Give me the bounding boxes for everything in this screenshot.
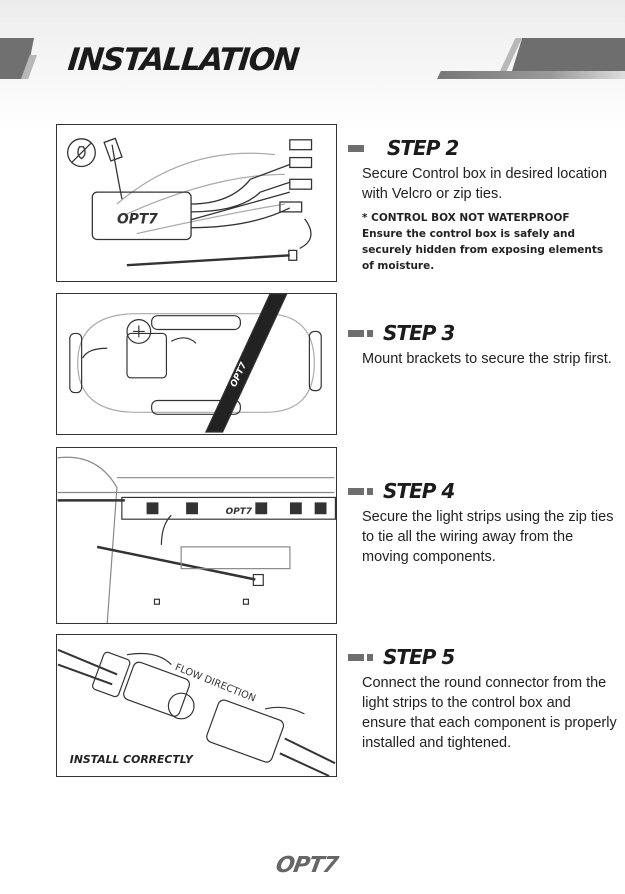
- connector-nut: [92, 651, 131, 698]
- step-title: STEP 3: [383, 321, 455, 345]
- step-5: STEP 5 Connect the round connector from …: [348, 645, 618, 753]
- step-marker: [348, 487, 364, 495]
- zip-tie: [126, 254, 290, 267]
- warning-text: Ensure the control box is safely and sec…: [362, 228, 604, 272]
- flow-direction-label: FLOW DIRECTION: [173, 662, 257, 704]
- step-description: Connect the round connector from the lig…: [362, 675, 617, 751]
- connector-male: [123, 661, 191, 717]
- header-band-right: [512, 38, 625, 71]
- header-gradient-bar: [437, 71, 625, 79]
- step-title: STEP 5: [383, 645, 455, 669]
- connector-plug: [103, 137, 123, 162]
- step-3: STEP 3 Mount brackets to secure the stri…: [348, 321, 618, 369]
- step-marker: [348, 329, 364, 337]
- arrow-icon: [171, 337, 197, 344]
- step-description: Secure Control box in desired location w…: [362, 166, 608, 202]
- arrow-icon: [160, 514, 172, 545]
- led-strip: [204, 294, 288, 433]
- control-box-logo: OPT7: [117, 212, 158, 228]
- step-description: Secure the light strips using the zip ti…: [362, 509, 614, 565]
- led-strip: [121, 496, 336, 520]
- step4-illustration: OPT7: [56, 447, 337, 624]
- warning-heading: * CONTROL BOX NOT WATERPROOF: [362, 212, 570, 224]
- step3-illustration: OPT7: [56, 293, 337, 435]
- arrow-icon: [299, 218, 312, 249]
- flow-arrow-icon: [126, 652, 172, 665]
- step-title: STEP 4: [383, 479, 455, 503]
- step-marker: [348, 653, 364, 661]
- step5-illustration: FLOW DIRECTION INSTALL CORRECTLY: [56, 634, 337, 777]
- step-title: STEP 2: [387, 136, 459, 160]
- svg-text:OPT7: OPT7: [226, 507, 253, 517]
- flow-arrow-icon: [264, 706, 305, 715]
- step-4: STEP 4 Secure the light strips using the…: [348, 479, 618, 567]
- mounting-bracket: [126, 332, 168, 379]
- step-description: Mount brackets to secure the strip first…: [362, 351, 612, 367]
- connector-pins: [167, 692, 195, 720]
- zip-tie: [96, 545, 256, 581]
- install-correctly-label: INSTALL CORRECTLY: [70, 753, 194, 766]
- page-title: INSTALLATION: [66, 42, 300, 78]
- no-water-icon: [67, 138, 96, 168]
- step-2: STEP 2 Secure Control box in desired loc…: [348, 136, 618, 274]
- control-box: [91, 191, 192, 241]
- step-marker: [348, 144, 364, 152]
- screw-icon: [126, 319, 152, 344]
- footer-logo: OPT7: [273, 853, 340, 878]
- connector-female: [206, 699, 285, 763]
- step2-illustration: OPT7: [56, 124, 337, 282]
- arrow-icon: [82, 347, 108, 359]
